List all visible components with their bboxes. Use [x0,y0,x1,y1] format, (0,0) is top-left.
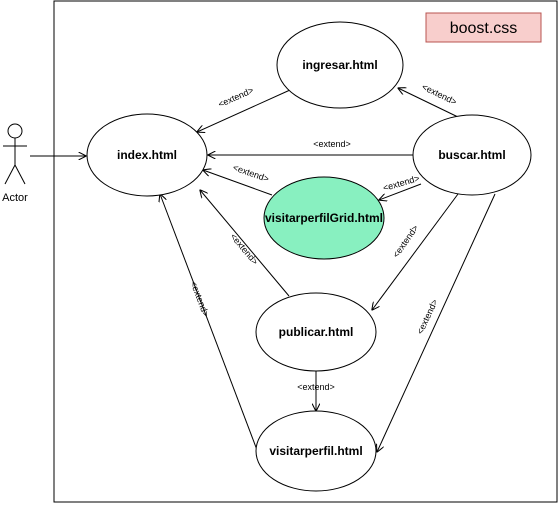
usecase-visitarperfil[interactable]: visitarperfil.html [255,410,377,492]
usecase-visitarperfilgrid[interactable]: visitarperfilGrid.html [263,176,385,260]
grid-index-extend-edge [203,170,273,196]
usecase-publicar[interactable]: publicar.html [255,292,377,372]
buscar-ingresar-extend-edge [398,88,459,118]
buscar-label: buscar.html [438,148,505,162]
buscar-visitarperfil-extend-edge [377,193,496,452]
extend-label-buscar-index: <extend> [313,139,351,149]
ingresar-label: ingresar.html [302,58,377,72]
usecase-index[interactable]: index.html [86,113,208,197]
boost-css-note [425,12,542,43]
buscar-grid-extend-edge [379,183,422,200]
extend-label-publicar-visitarperfil: <extend> [297,382,335,392]
visitarperfilgrid-label: visitarperfilGrid.html [265,211,383,225]
usecase-buscar[interactable]: buscar.html [412,114,532,196]
buscar-publicar-extend-edge [372,193,459,310]
ingresar-extend-edge [197,89,291,132]
actor-figure [3,123,27,185]
visitarperfil-label: visitarperfil.html [269,444,362,458]
boost-css-label: boost.css [450,20,518,37]
actor-label: Actor [2,192,28,204]
index-label: index.html [117,148,177,162]
usecase-ingresar[interactable]: ingresar.html [276,21,404,109]
publicar-index-extend-edge [200,190,290,297]
visitarperfil-index-extend-edge [160,194,258,451]
publicar-label: publicar.html [279,325,354,339]
